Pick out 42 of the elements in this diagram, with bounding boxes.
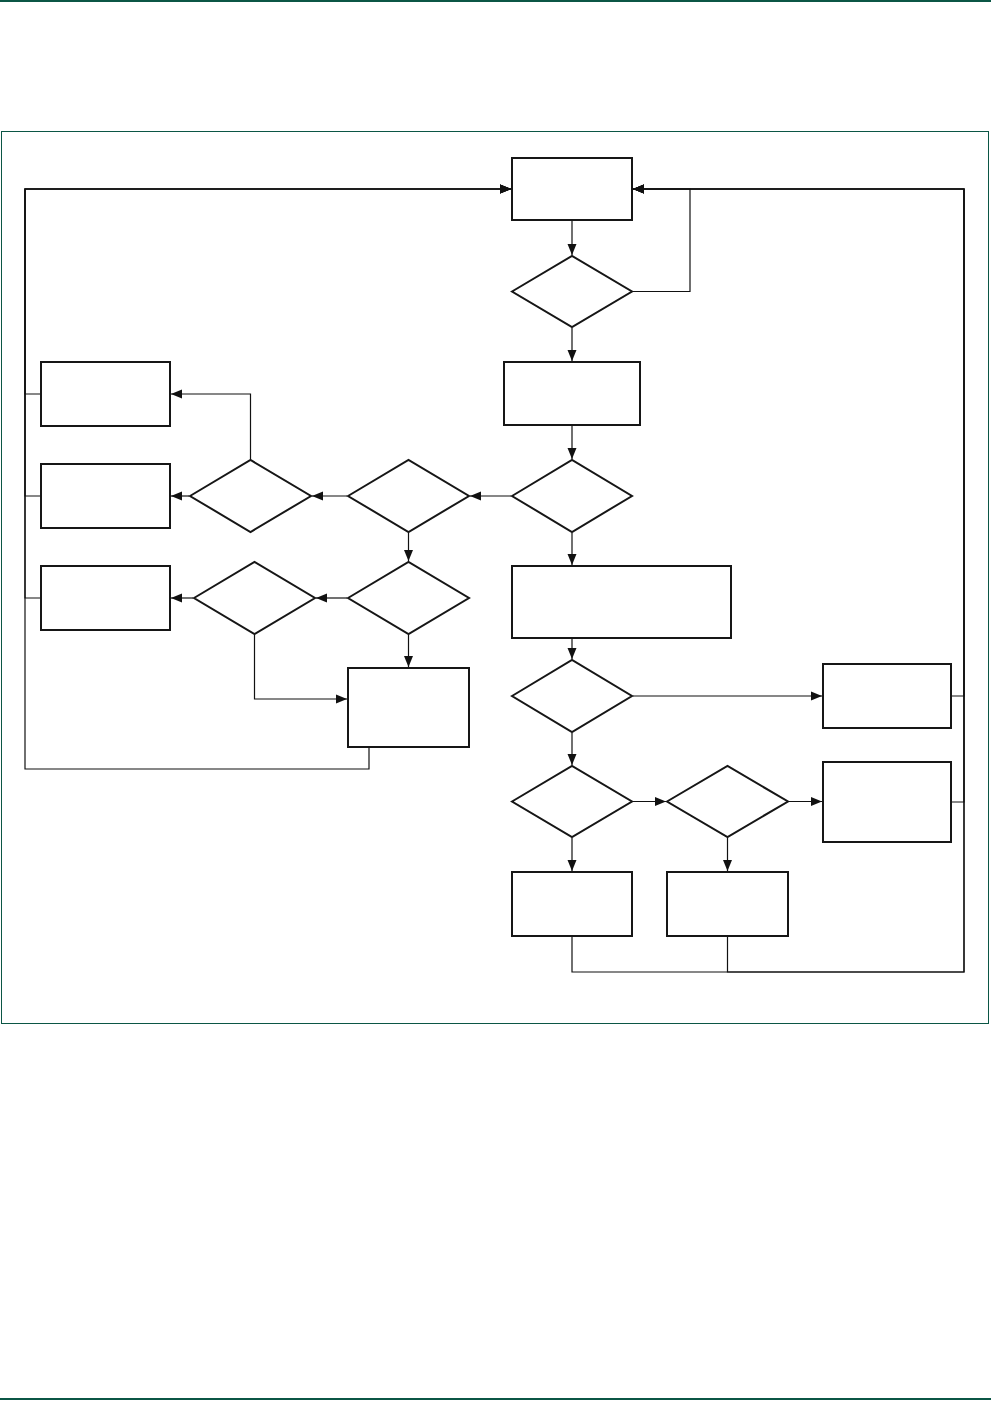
decision-diamond — [666, 765, 789, 838]
arrow — [567, 638, 577, 660]
arrow — [24, 184, 512, 770]
process-box — [822, 663, 952, 729]
process-box — [511, 871, 633, 937]
process-box — [503, 361, 641, 426]
decision-diamond — [347, 459, 470, 533]
decision-diamond — [511, 765, 633, 838]
arrow — [723, 837, 732, 872]
arrow — [788, 797, 823, 806]
arrow — [170, 593, 194, 603]
arrow — [469, 491, 512, 501]
process-box — [40, 565, 171, 631]
process-box — [511, 565, 732, 639]
decision-diamond — [511, 459, 633, 533]
process-box — [40, 361, 171, 427]
arrow — [567, 327, 577, 362]
arrow — [567, 837, 577, 872]
process-box — [40, 463, 171, 529]
process-box — [666, 871, 789, 937]
decision-diamond — [189, 459, 312, 533]
decision-diamond — [511, 255, 633, 328]
arrow — [567, 532, 577, 566]
arrow — [311, 491, 348, 501]
process-box — [822, 761, 952, 843]
process-box — [347, 667, 470, 748]
arrow — [315, 593, 348, 603]
arrow — [170, 491, 190, 501]
arrow — [632, 797, 667, 806]
decision-diamond — [193, 561, 316, 635]
arrow — [632, 184, 965, 973]
arrow — [253, 634, 348, 704]
process-box — [511, 157, 633, 221]
arrow — [567, 220, 577, 256]
arrow — [632, 691, 823, 701]
arrow — [170, 389, 252, 460]
arrow — [404, 634, 413, 668]
arrow — [404, 532, 413, 562]
decision-diamond — [347, 561, 470, 635]
arrow — [567, 732, 577, 766]
decision-diamond — [511, 659, 633, 733]
arrow — [567, 425, 577, 460]
